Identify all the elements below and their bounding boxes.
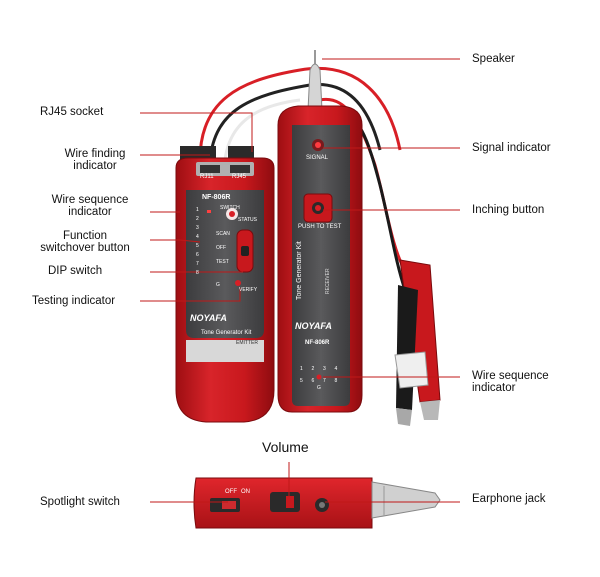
receiver-subtitle: RECEIVER (325, 268, 331, 294)
transmitter-device (175, 146, 275, 423)
transmitter-led-numbers: 1 2 3 4 5 6 7 8 (196, 206, 206, 278)
receiver-g-label: G (317, 385, 321, 391)
rj45-socket-label: RJ45 socket (40, 106, 104, 118)
wire-finding-indicator-label: Wire finding indicator (64, 148, 126, 172)
receiver-led-numbers: 1 2 3 4 5 6 7 8 (300, 366, 346, 384)
transmitter-title: Tone Generator Kit (201, 330, 252, 336)
spotlight-switch-label: Spotlight switch (40, 496, 120, 508)
led-number: 6 (196, 252, 199, 258)
transmitter-brand: NOYAFA (190, 313, 227, 323)
wire-sequence-indicator-right-label: Wire sequence indicator (472, 370, 549, 394)
g-label: G (216, 282, 220, 288)
led-number: 2 (196, 216, 199, 222)
wire-sequence-indicator-left-label: Wire sequence indicator (51, 194, 129, 218)
push-to-test-label: PUSH TO TEST (298, 224, 342, 230)
transmitter-subtitle: EMITTER (236, 340, 258, 346)
led-number: 8 (334, 378, 338, 384)
led-number: 4 (196, 234, 199, 240)
led-number: 4 (334, 366, 338, 372)
verify-label: VERIFY (239, 287, 258, 293)
alligator-clips (394, 259, 441, 426)
led-number: 2 (311, 366, 315, 372)
rj11-label: RJ11 (200, 174, 214, 180)
rj45-leader (140, 112, 253, 152)
speaker-probe (307, 50, 323, 111)
receiver-brand: NOYAFA (295, 321, 332, 331)
inching-button-label: Inching button (472, 204, 545, 216)
signal-label: SIGNAL (306, 155, 329, 161)
dip-switch-label: DIP switch (48, 265, 103, 277)
off-switch-label: OFF (225, 489, 237, 495)
receiver-model: NF-806R (305, 340, 330, 346)
led-number: 1 (300, 366, 303, 372)
switch-label: SWITCH (220, 205, 240, 211)
receiver-title: Tone Generator Kit (296, 241, 303, 300)
off-label: OFF (216, 245, 226, 251)
function-switchover-button-label: Function switchover button (40, 230, 130, 254)
on-switch-label: ON (241, 489, 250, 495)
signal-indicator-label: Signal indicator (472, 142, 551, 154)
led-number: 7 (196, 261, 199, 267)
led-number: 3 (323, 366, 326, 372)
led-number: 5 (196, 243, 199, 249)
speaker-label: Speaker (472, 53, 515, 65)
transmitter-model: NF-806R (202, 194, 231, 201)
function-switch-leader (150, 239, 201, 243)
rj45-port-label: RJ45 (232, 174, 247, 180)
leader-lines (140, 58, 460, 503)
led-number: 6 (311, 378, 315, 384)
bottom-device (193, 477, 441, 529)
status-label: STATUS (238, 217, 257, 223)
led-number: 3 (196, 225, 199, 231)
testing-indicator-label: Testing indicator (32, 295, 116, 307)
scan-label: SCAN (216, 231, 230, 237)
testing-leader (140, 288, 241, 302)
led-number: 7 (323, 378, 326, 384)
volume-label: Volume (262, 439, 309, 455)
earphone-jack-label: Earphone jack (472, 493, 546, 505)
led-number: 5 (300, 378, 303, 384)
led-number: 1 (196, 207, 199, 213)
receiver-device (277, 105, 363, 413)
led-number: 8 (196, 270, 199, 276)
test-label: TEST (216, 259, 229, 265)
